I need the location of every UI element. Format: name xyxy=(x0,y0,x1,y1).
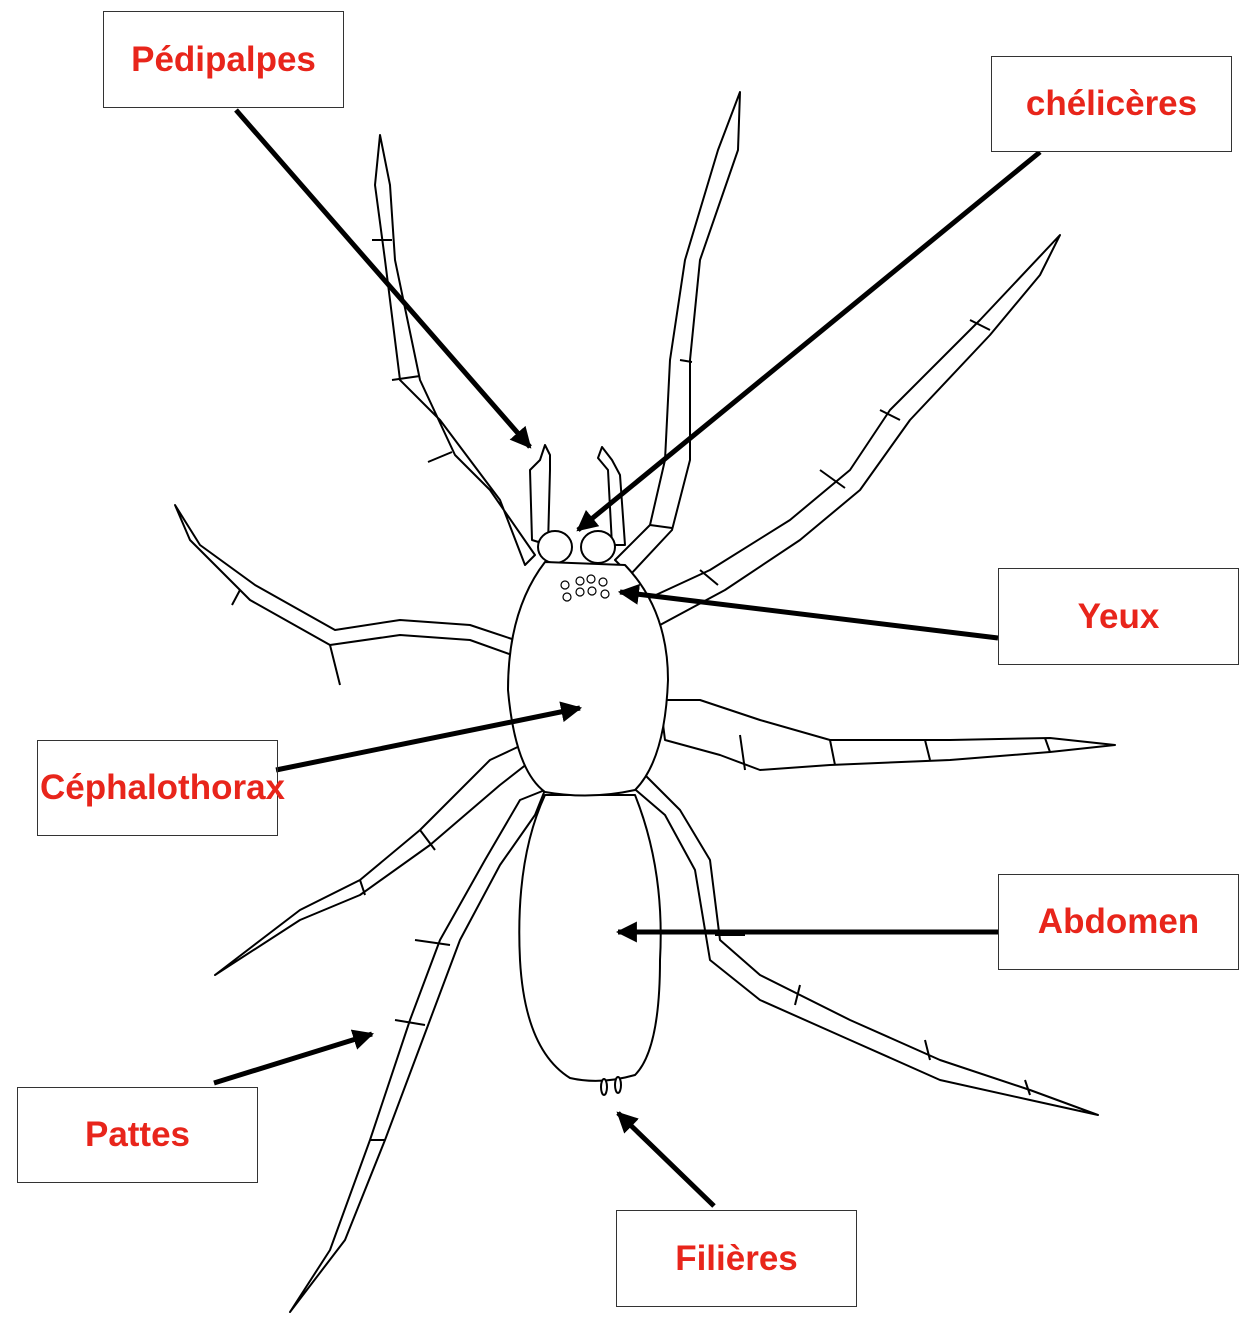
label-pedipalpes: Pédipalpes xyxy=(131,40,316,80)
label-eyes: Yeux xyxy=(1078,597,1160,637)
label-box-abdomen: Abdomen xyxy=(998,874,1239,970)
arrow-spinnerets xyxy=(618,1113,714,1206)
chelicera-left xyxy=(538,531,572,563)
label-legs: Pattes xyxy=(85,1115,190,1155)
label-abdomen: Abdomen xyxy=(1038,902,1199,942)
label-box-chelicerae: chélicères xyxy=(991,56,1232,152)
arrow-legs xyxy=(214,1034,372,1083)
spinneret-left xyxy=(601,1079,607,1095)
leg-right-2 xyxy=(645,235,1060,625)
leg-right-1 xyxy=(615,92,740,575)
leg-left-1 xyxy=(375,135,535,565)
label-cephalothorax: Céphalothorax xyxy=(40,768,285,808)
label-box-eyes: Yeux xyxy=(998,568,1239,665)
label-box-spinnerets: Filières xyxy=(616,1210,857,1307)
label-box-pedipalpes: Pédipalpes xyxy=(103,11,344,108)
pedipalp-left xyxy=(530,445,550,545)
leg-left-2 xyxy=(175,505,515,655)
label-spinnerets: Filières xyxy=(675,1239,798,1279)
spinneret-right xyxy=(615,1077,621,1093)
label-box-cephalothorax: Céphalothorax xyxy=(37,740,278,836)
label-box-legs: Pattes xyxy=(17,1087,258,1183)
leg-left-4 xyxy=(290,790,545,1312)
chelicera-right xyxy=(581,531,615,563)
leg-right-3 xyxy=(660,700,1115,770)
label-chelicerae: chélicères xyxy=(1026,84,1197,124)
abdomen-shape xyxy=(519,795,660,1081)
